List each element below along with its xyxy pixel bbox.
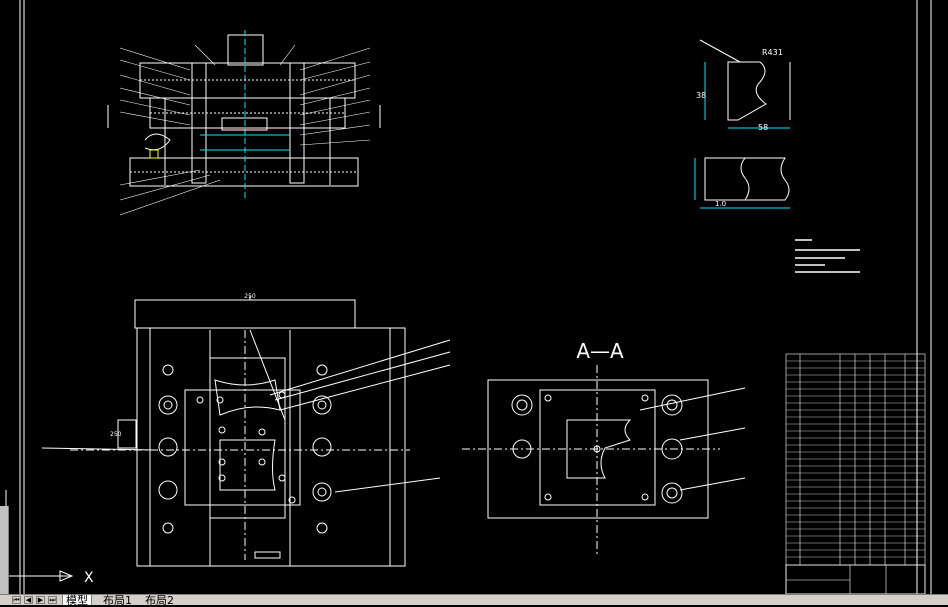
die-plan-view — [41, 296, 451, 567]
section-label: A—A — [576, 339, 624, 363]
prev-tab-icon[interactable]: ◀ — [24, 596, 33, 604]
ucs-x-label: X — [84, 570, 94, 586]
plan-side-dim: 250 — [110, 431, 122, 438]
parts-list-table — [785, 353, 926, 594]
part-thickness-dim: 1.0 — [715, 200, 726, 208]
part-height-dim: 38 — [696, 91, 706, 100]
vertical-scrollbar[interactable] — [0, 506, 9, 594]
first-tab-icon[interactable]: ⏮ — [12, 596, 21, 604]
plan-width-dim: 250 — [244, 293, 256, 300]
drawing-frame — [19, 0, 932, 594]
drawing-canvas[interactable]: 58 38 R431 1.0 — [0, 0, 948, 594]
technical-notes — [795, 239, 860, 273]
assembly-section-view — [107, 30, 381, 216]
part-radius-dim: R431 — [762, 48, 783, 57]
layout-tab-bar: ⏮ ◀ ▶ ⏭ 模型 布局1 布局2 — [0, 594, 948, 607]
last-tab-icon[interactable]: ⏭ — [48, 596, 57, 604]
part-detail-view — [694, 39, 791, 209]
section-aa-view — [462, 365, 746, 555]
part-width-dim: 58 — [758, 123, 768, 132]
ucs-icon — [5, 490, 74, 582]
next-tab-icon[interactable]: ▶ — [36, 596, 45, 604]
